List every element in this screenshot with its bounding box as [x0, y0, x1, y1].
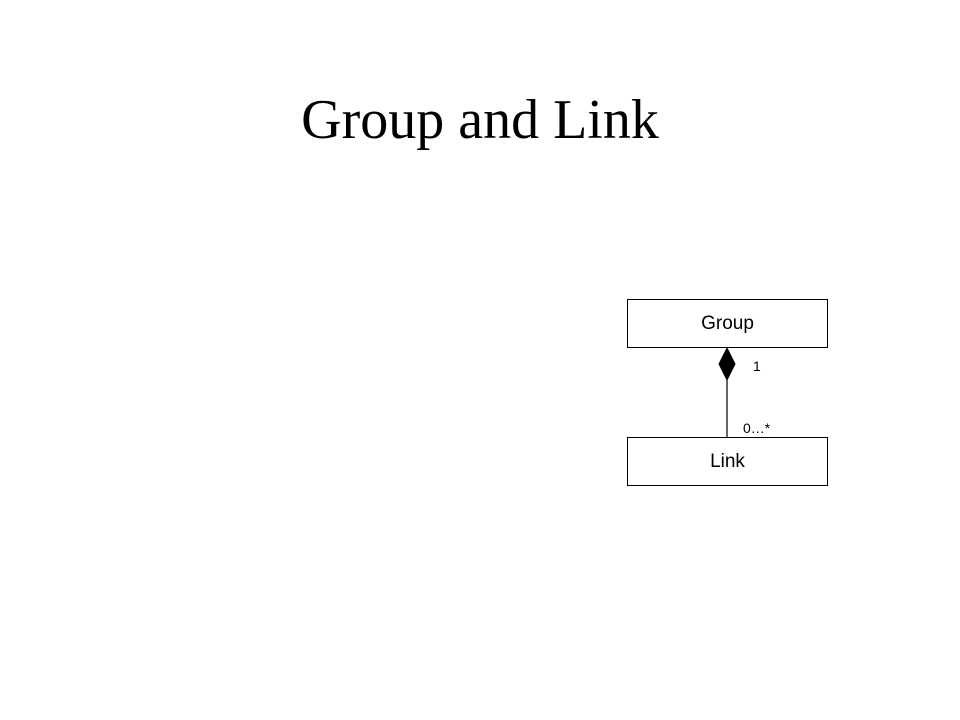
- composition-diamond-icon: [718, 346, 736, 382]
- class-name-link: Link: [710, 450, 745, 472]
- slide-title: Group and Link: [301, 89, 659, 151]
- multiplicity-link: 0…*: [743, 420, 771, 436]
- class-box-group[interactable]: Group: [627, 299, 828, 348]
- class-box-link[interactable]: Link: [627, 437, 828, 486]
- multiplicity-group: 1: [753, 358, 761, 374]
- class-name-group: Group: [701, 312, 754, 334]
